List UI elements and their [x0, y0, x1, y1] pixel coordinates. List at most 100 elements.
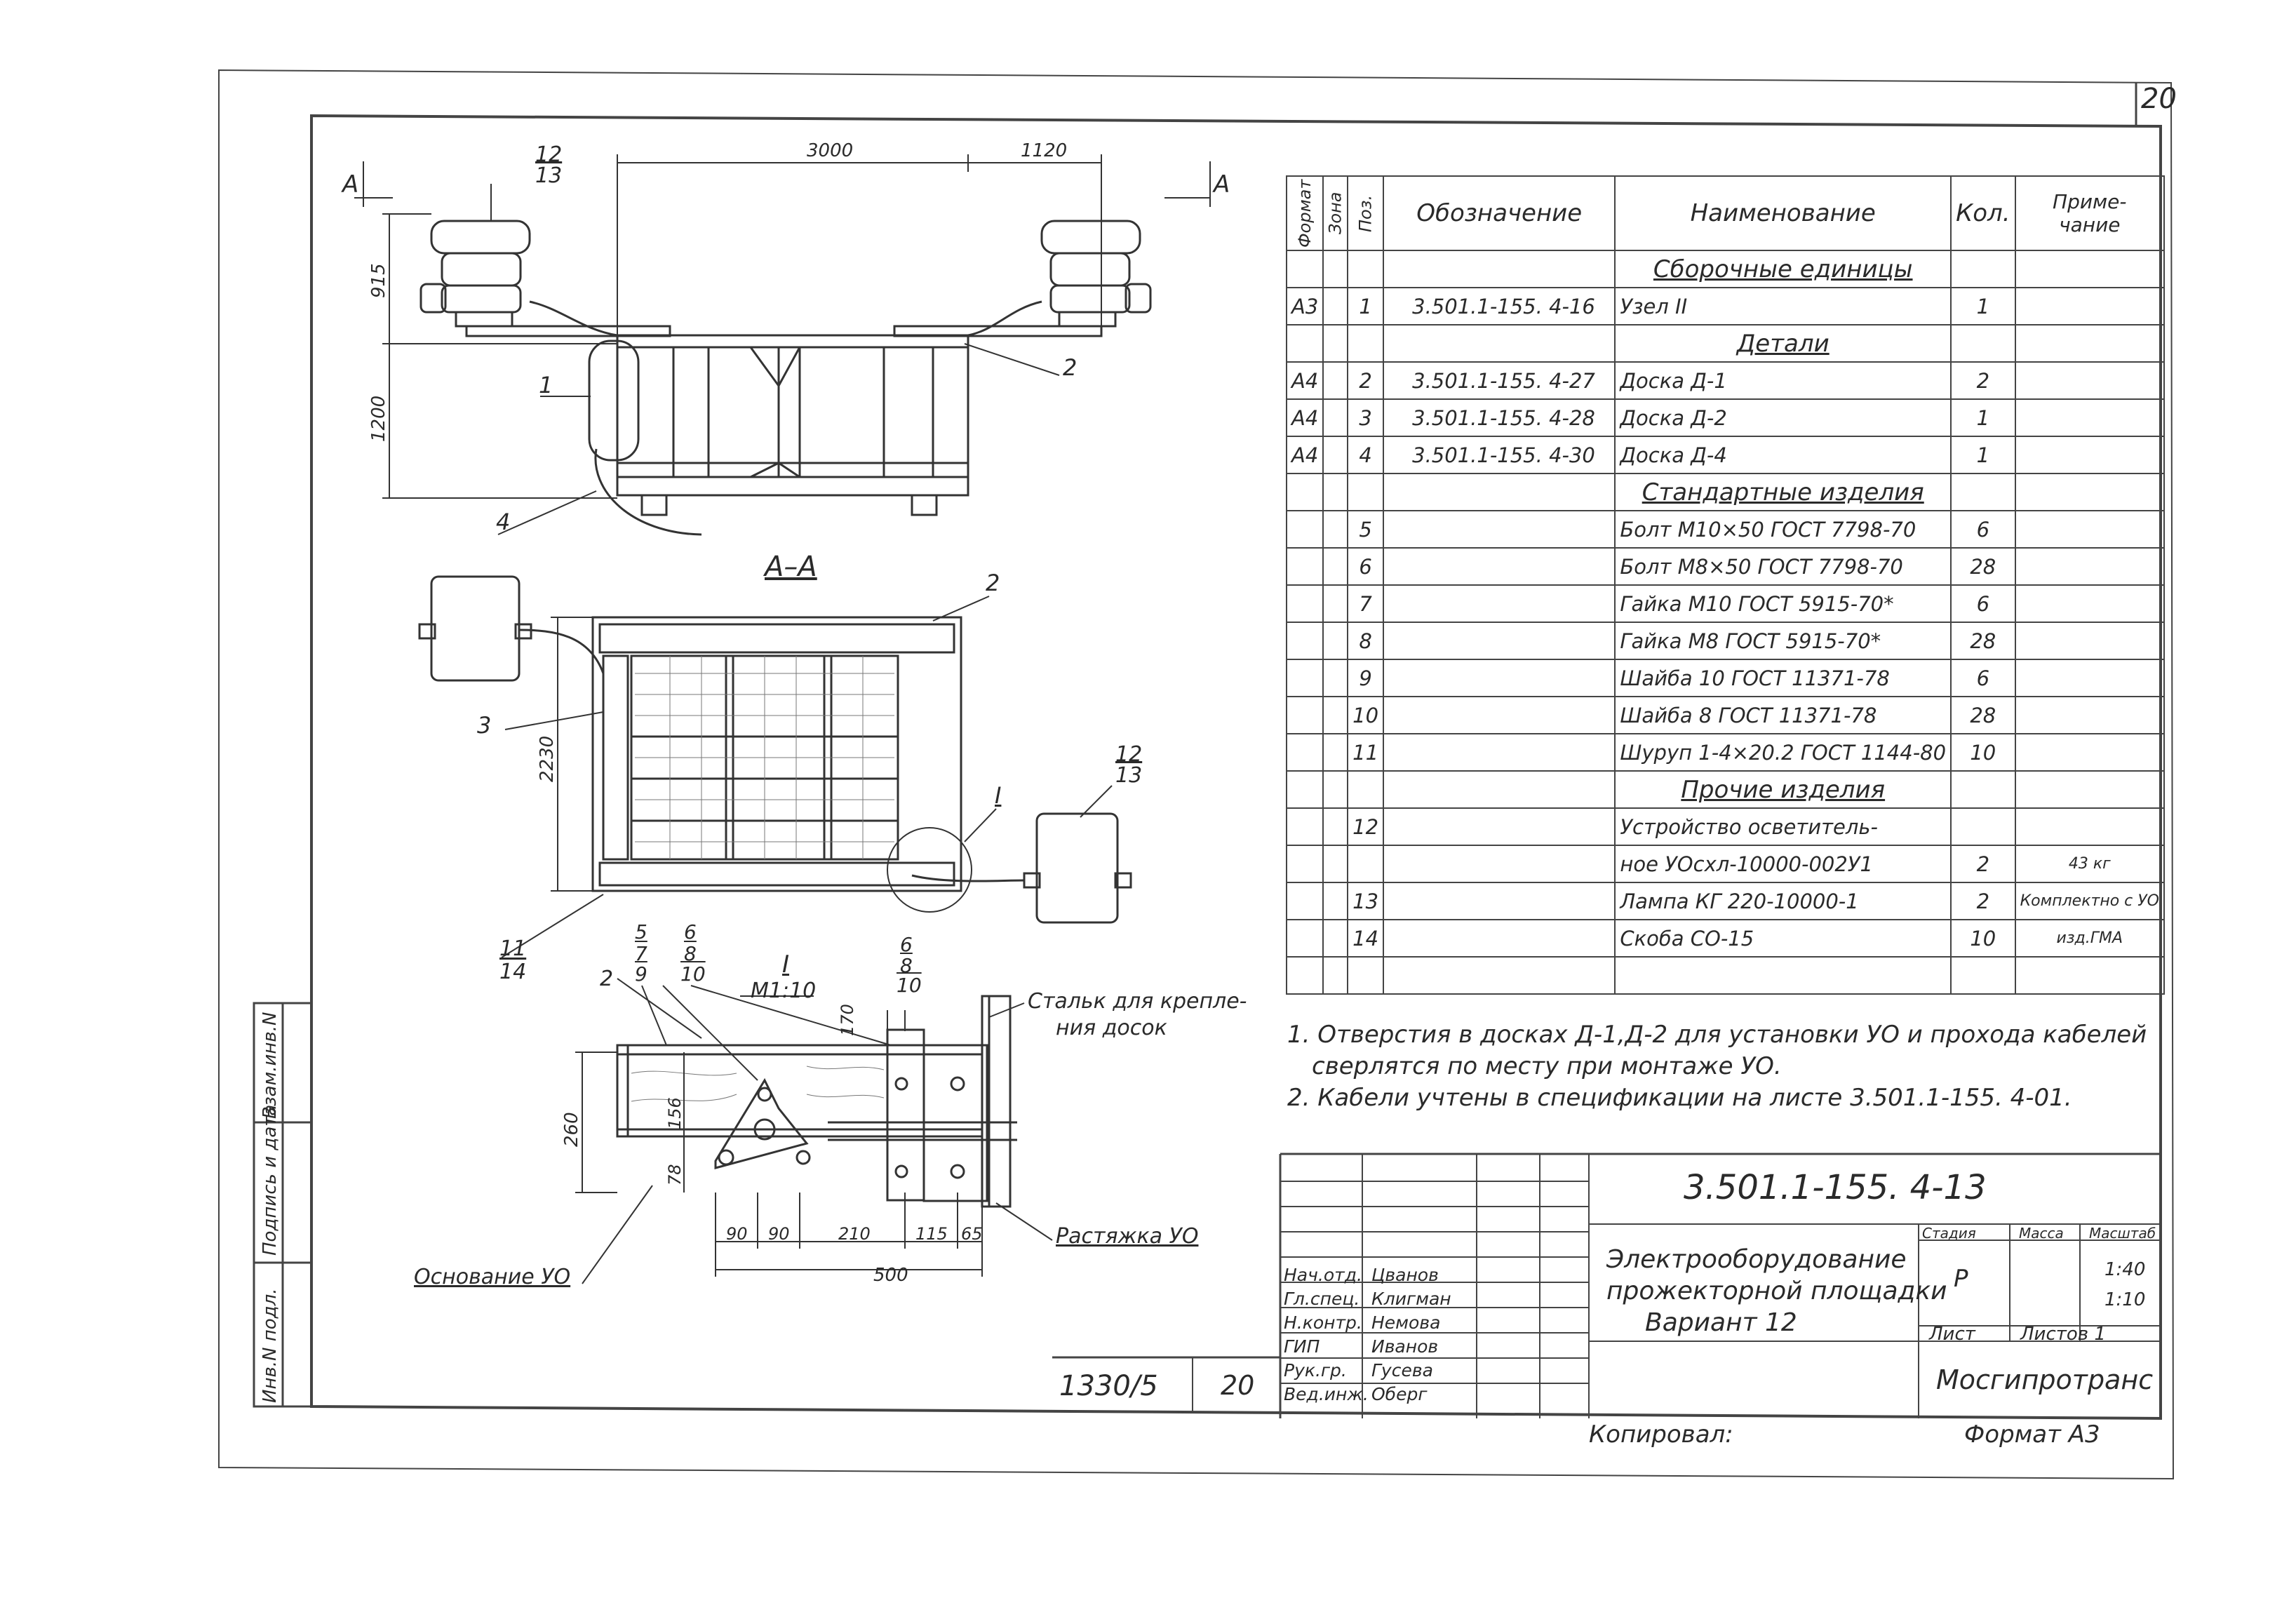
- spec-cell-code: [1383, 324, 1616, 363]
- spec-header-cell: Зона: [1323, 176, 1348, 250]
- spec-header-cell: Кол.: [1950, 175, 2016, 251]
- sheet-label: Лист: [1929, 1324, 1975, 1345]
- spec-cell-name: Доска Д-4: [1614, 436, 1952, 474]
- spec-cell-zone: [1322, 659, 1349, 697]
- spec-cell-pos: 12: [1347, 807, 1385, 846]
- section-a-a: [418, 575, 1132, 958]
- spec-cell-name: Болт М10×50 ГОСТ 7798-70: [1614, 510, 1952, 549]
- spec-cell-zone: [1322, 807, 1349, 846]
- section-mark-right: А: [1214, 170, 1230, 199]
- spec-header-cell: Наименование: [1614, 175, 1952, 251]
- spec-cell-name: Доска Д-1: [1614, 361, 1952, 400]
- table-row: Детали: [1285, 324, 2166, 363]
- spec-cell-fmt: [1285, 510, 1324, 549]
- stage-label: Стадия: [1922, 1225, 1976, 1242]
- callout-8: 8: [684, 942, 697, 965]
- spec-cell-name: Шайба 8 ГОСТ 11371-78: [1614, 696, 1952, 734]
- spec-cell-zone: [1322, 584, 1349, 623]
- spec-cell-qty: [1950, 770, 2016, 809]
- spec-cell-code: [1383, 807, 1616, 846]
- spec-cell-qty: 6: [1950, 510, 2016, 549]
- spec-cell-qty: 28: [1950, 622, 2016, 660]
- spec-header-cell: Формат: [1287, 176, 1324, 250]
- spec-cell-zone: [1322, 324, 1349, 363]
- spec-cell-pos: [1347, 770, 1385, 809]
- spec-cell-fmt: [1285, 547, 1324, 586]
- spec-cell-qty: 2: [1950, 882, 2016, 920]
- note-1: 1. Отверстия в досках Д-1,Д-2 для устано…: [1287, 1021, 2147, 1049]
- dim-170: 170: [837, 1004, 857, 1036]
- spec-cell-fmt: [1285, 807, 1324, 846]
- spec-cell-pos: 1: [1347, 287, 1385, 325]
- spec-cell-zone: [1322, 956, 1349, 995]
- spec-cell-code: 3.501.1-155. 4-16: [1383, 287, 1616, 325]
- spec-cell-name: Гайка М8 ГОСТ 5915-70*: [1614, 622, 1952, 660]
- spec-cell-note: [2014, 436, 2166, 474]
- spec-cell-pos: 3: [1347, 398, 1385, 437]
- spec-cell-qty: 10: [1950, 919, 2016, 958]
- dim-2230: 2230: [537, 735, 558, 782]
- spec-cell-note: [2014, 361, 2166, 400]
- role-name: Иванов: [1371, 1336, 1439, 1357]
- spec-cell-pos: 6: [1347, 547, 1385, 586]
- callout-11: 11: [499, 936, 527, 961]
- callout-5: 5: [635, 920, 647, 943]
- callout-10b: 10: [897, 974, 922, 997]
- spec-cell-pos: 8: [1347, 622, 1385, 660]
- doc-code: 3.501.1-155. 4-13: [1684, 1168, 1987, 1207]
- spec-header-cell: Обозначение: [1383, 175, 1616, 251]
- spec-cell-qty: [1950, 473, 2016, 511]
- spec-header-cell: Приме- чание: [2014, 175, 2166, 251]
- spec-cell-pos: 13: [1347, 882, 1385, 920]
- spec-cell-fmt: [1285, 956, 1324, 995]
- role-label: Гл.спец.: [1284, 1289, 1360, 1309]
- role-label: Нач.отд.: [1284, 1265, 1362, 1285]
- spec-cell-code: [1383, 882, 1616, 920]
- front-view: [354, 154, 1211, 536]
- dim-500: 500: [873, 1265, 908, 1286]
- table-row: [1285, 956, 2166, 995]
- spec-cell-pos: [1347, 845, 1385, 883]
- spec-cell-code: [1383, 733, 1616, 772]
- spec-cell-pos: [1347, 324, 1385, 363]
- spec-cell-code: [1383, 584, 1616, 623]
- spec-cell-zone: [1322, 510, 1349, 549]
- spec-cell-note: [2014, 398, 2166, 437]
- spec-cell-fmt: [1285, 882, 1324, 920]
- spec-cell-fmt: [1285, 622, 1324, 660]
- spec-cell-name: Болт М8×50 ГОСТ 7798-70: [1614, 547, 1952, 586]
- inventory-number: 1330/5: [1059, 1370, 1158, 1402]
- spec-cell-fmt: [1285, 845, 1324, 883]
- spec-cell-qty: 28: [1950, 547, 2016, 586]
- stage-value: Р: [1954, 1265, 1968, 1293]
- spec-cell-zone: [1322, 882, 1349, 920]
- node-ref: I: [995, 782, 1002, 809]
- spec-cell-code: [1383, 510, 1616, 549]
- spec-cell-zone: [1322, 436, 1349, 474]
- spec-cell-note: Комплектно с УО: [2014, 882, 2166, 920]
- spec-cell-note: 43 кг: [2014, 845, 2166, 883]
- spec-cell-fmt: [1285, 659, 1324, 697]
- format-label: Формат А3: [1964, 1420, 2100, 1449]
- spec-cell-code: [1383, 473, 1616, 511]
- dim-65: 65: [961, 1224, 983, 1244]
- spec-cell-qty: [1950, 807, 2016, 846]
- role-name: Гусева: [1371, 1360, 1433, 1381]
- scale-label: Масштаб: [2089, 1225, 2156, 1242]
- spec-cell-qty: 28: [1950, 696, 2016, 734]
- callout-14: 14: [499, 960, 527, 984]
- callout-4: 4: [496, 509, 511, 535]
- dim-78: 78: [665, 1164, 685, 1186]
- spec-cell-fmt: [1285, 250, 1324, 288]
- spec-cell-qty: 2: [1950, 361, 2016, 400]
- spec-cell-qty: [1950, 956, 2016, 995]
- spec-cell-code: [1383, 250, 1616, 288]
- spec-cell-code: 3.501.1-155. 4-27: [1383, 361, 1616, 400]
- spec-cell-pos: [1347, 473, 1385, 511]
